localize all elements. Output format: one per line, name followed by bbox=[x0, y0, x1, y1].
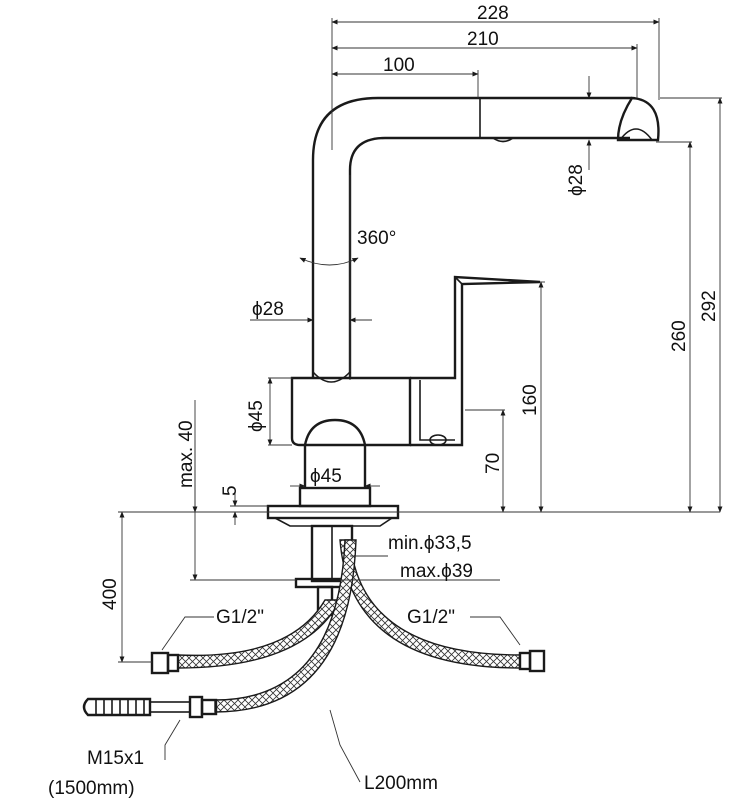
dim-70: 70 bbox=[483, 453, 504, 474]
g-left-label: G1/2" bbox=[216, 607, 264, 628]
m15-fitting bbox=[82, 695, 218, 719]
dim-d45-base: ϕ45 bbox=[310, 466, 342, 487]
dim-160: 160 bbox=[520, 384, 541, 416]
dim-rotation: 360° bbox=[357, 228, 396, 249]
hoses bbox=[82, 539, 546, 719]
max-hole-label: max.ϕ39 bbox=[400, 561, 473, 582]
spout-end bbox=[616, 96, 660, 142]
body-block bbox=[290, 376, 412, 447]
dim-292: 292 bbox=[699, 290, 720, 322]
dim-d28-body: ϕ28 bbox=[252, 299, 284, 320]
m15-length-label: (1500mm) bbox=[48, 778, 135, 798]
base-collar bbox=[298, 486, 372, 508]
dim-100: 100 bbox=[383, 55, 415, 76]
spout-tube-inner bbox=[348, 136, 630, 378]
l200-label: L200mm bbox=[364, 773, 438, 794]
dimensions bbox=[118, 18, 723, 783]
right-inlet-hose bbox=[339, 539, 521, 669]
dim-228: 228 bbox=[477, 3, 509, 24]
min-hole-label: min.ϕ33,5 bbox=[388, 533, 472, 554]
dim-max40: max. 40 bbox=[176, 420, 197, 488]
labels: 228 210 100 ϕ28 360° ϕ28 ϕ45 ϕ45 max. 40… bbox=[48, 3, 720, 798]
g-right-label: G1/2" bbox=[407, 607, 455, 628]
spout-tube bbox=[311, 96, 632, 378]
dim-210: 210 bbox=[467, 29, 499, 50]
dim-d45-body: ϕ45 bbox=[246, 400, 267, 432]
neck bbox=[303, 418, 367, 446]
left-fitting bbox=[150, 651, 180, 675]
dim-260: 260 bbox=[669, 320, 690, 352]
dim-d28-spout: ϕ28 bbox=[566, 164, 587, 196]
dim-400: 400 bbox=[100, 578, 121, 610]
right-fitting bbox=[518, 649, 546, 673]
dim-5: 5 bbox=[220, 485, 241, 496]
lever-handle bbox=[410, 275, 541, 447]
m15-label: M15x1 bbox=[87, 748, 144, 769]
